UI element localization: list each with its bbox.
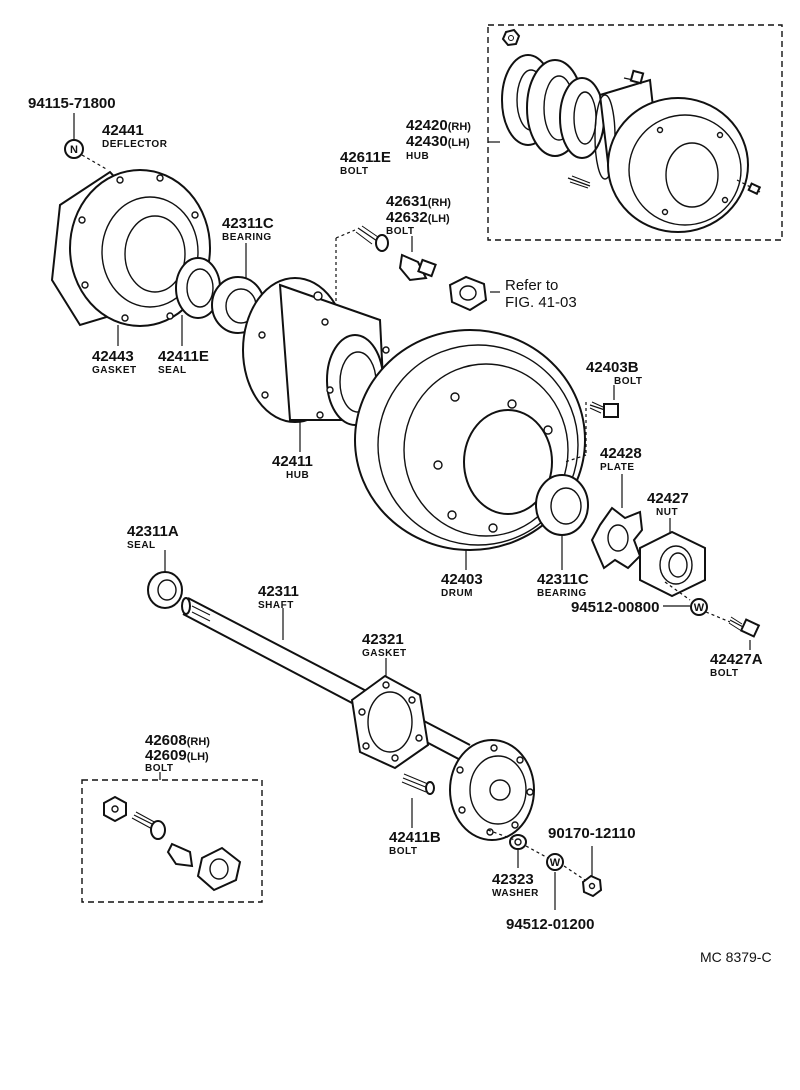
label-hub-top-name: HUB: [406, 151, 429, 162]
label-42632: 42632(LH): [386, 209, 450, 226]
label-42411B: 42411B: [389, 829, 441, 846]
label-42428: 42428: [600, 445, 642, 462]
bolt-42631: [398, 253, 437, 282]
label-42427A: 42427A: [710, 651, 763, 668]
inset-stud-icon: [166, 842, 194, 868]
shaft-flange-icon: [449, 739, 535, 841]
inset-bolt-icon: [150, 820, 166, 840]
axle-shaft-42311: [181, 597, 535, 841]
bolt-42411B-icon: [425, 781, 435, 795]
bearing-bottom-icon: [535, 474, 589, 536]
label-42311C-bottom: 42311C: [537, 571, 589, 588]
label-42427A-name: BOLT: [710, 668, 738, 679]
bolt-42403B-icon: [603, 403, 619, 418]
label-94115-71800: 94115-71800: [28, 95, 116, 112]
n-marker-letter: N: [70, 144, 78, 156]
part-labels: 94115-71800 42441 DEFLECTOR 42420(RH) 42…: [28, 95, 772, 965]
w-marker-2: W: [546, 853, 564, 871]
label-42311C-top-name: BEARING: [222, 232, 272, 243]
label-42427: 42427: [647, 490, 689, 507]
label-42323-name: WASHER: [492, 888, 539, 899]
label-94512-00800: 94512-00800: [571, 599, 659, 616]
bolt-42611E-icon: [375, 234, 389, 252]
label-refer-line1: Refer to: [505, 277, 558, 294]
w-marker-1-letter: W: [694, 602, 705, 614]
label-42311A: 42311A: [127, 523, 179, 540]
label-42411E: 42411E: [158, 348, 209, 365]
washer-42323: [509, 834, 527, 850]
label-42443-name: GASKET: [92, 365, 137, 376]
label-42608: 42608(RH): [145, 732, 210, 749]
nut-icon: [639, 530, 706, 598]
label-42403: 42403: [441, 571, 483, 588]
bolt-42611E: [355, 225, 389, 252]
bolt-42427A: [728, 616, 761, 638]
w-marker-2-letter: W: [550, 857, 561, 869]
nut-90170-icon: [581, 874, 603, 898]
inset-seal-icon: [559, 77, 605, 159]
leader-lines: [73, 113, 751, 910]
label-42631-name: BOLT: [386, 226, 414, 237]
gasket-42443-icon: [69, 169, 211, 327]
label-42428-name: PLATE: [600, 462, 635, 473]
label-42611E-name: BOLT: [340, 166, 368, 177]
n-marker: N: [64, 139, 84, 159]
label-42411: 42411: [272, 453, 313, 470]
label-42411-name: HUB: [286, 470, 309, 481]
seal-42311A: [147, 571, 183, 609]
label-42321: 42321: [362, 631, 404, 648]
shaft-spline-end-icon: [181, 597, 191, 615]
inset-nut-large-icon: [196, 846, 242, 892]
inset-drum-icon: [607, 97, 749, 233]
hub-inset-box: [487, 24, 783, 241]
plate-42428: [590, 506, 644, 570]
label-42631: 42631(RH): [386, 193, 451, 210]
label-94512-01200: 94512-01200: [506, 916, 594, 933]
bolt-42631-icon: [398, 253, 428, 282]
refer-nut-icon: [448, 275, 488, 312]
figure-code: MC 8379-C: [700, 949, 772, 965]
deflector-assembly: [50, 169, 211, 327]
bearing-42311C-bottom: [535, 474, 589, 536]
label-42608-name: BOLT: [145, 763, 173, 774]
label-42403-name: DRUM: [441, 588, 473, 599]
label-42430: 42430(LH): [406, 133, 470, 150]
drum-42403: [354, 329, 586, 551]
bolt-42411B: [401, 773, 435, 795]
gasket-42321: [350, 674, 430, 770]
label-42311C-bottom-name: BEARING: [537, 588, 587, 599]
seal-42311A-icon: [147, 571, 183, 609]
label-42323: 42323: [492, 871, 534, 888]
label-42427-name: NUT: [656, 507, 678, 518]
nut-42427: [639, 530, 706, 598]
label-42311A-name: SEAL: [127, 540, 156, 551]
inset-nut-icon: [501, 28, 521, 47]
label-refer-line2: FIG. 41-03: [505, 294, 577, 311]
label-42611E: 42611E: [340, 149, 391, 166]
label-42443: 42443: [92, 348, 134, 365]
inset-nut-small-icon: [103, 795, 127, 823]
nut-refer: [448, 275, 488, 312]
label-42311-name: SHAFT: [258, 600, 294, 611]
w-marker-1: W: [690, 598, 708, 616]
bolt-42403B: [589, 401, 619, 418]
label-42321-name: GASKET: [362, 648, 407, 659]
label-42420: 42420(RH): [406, 117, 471, 134]
label-42311: 42311: [258, 583, 299, 600]
label-90170-12110: 90170-12110: [548, 825, 636, 842]
label-42403B-name: BOLT: [614, 376, 642, 387]
label-42411E-name: SEAL: [158, 365, 187, 376]
label-42609: 42609(LH): [145, 747, 209, 764]
washer-icon: [509, 834, 527, 850]
label-42441-name: DEFLECTOR: [102, 139, 168, 150]
label-42403B: 42403B: [586, 359, 639, 376]
plate-icon: [590, 506, 644, 570]
label-42411B-name: BOLT: [389, 846, 417, 857]
label-42441: 42441: [102, 122, 144, 139]
nut-90170: [581, 874, 603, 898]
bolt-42427A-icon: [739, 618, 761, 638]
label-42311C-top: 42311C: [222, 215, 274, 232]
bolt-inset-box: [81, 779, 263, 903]
